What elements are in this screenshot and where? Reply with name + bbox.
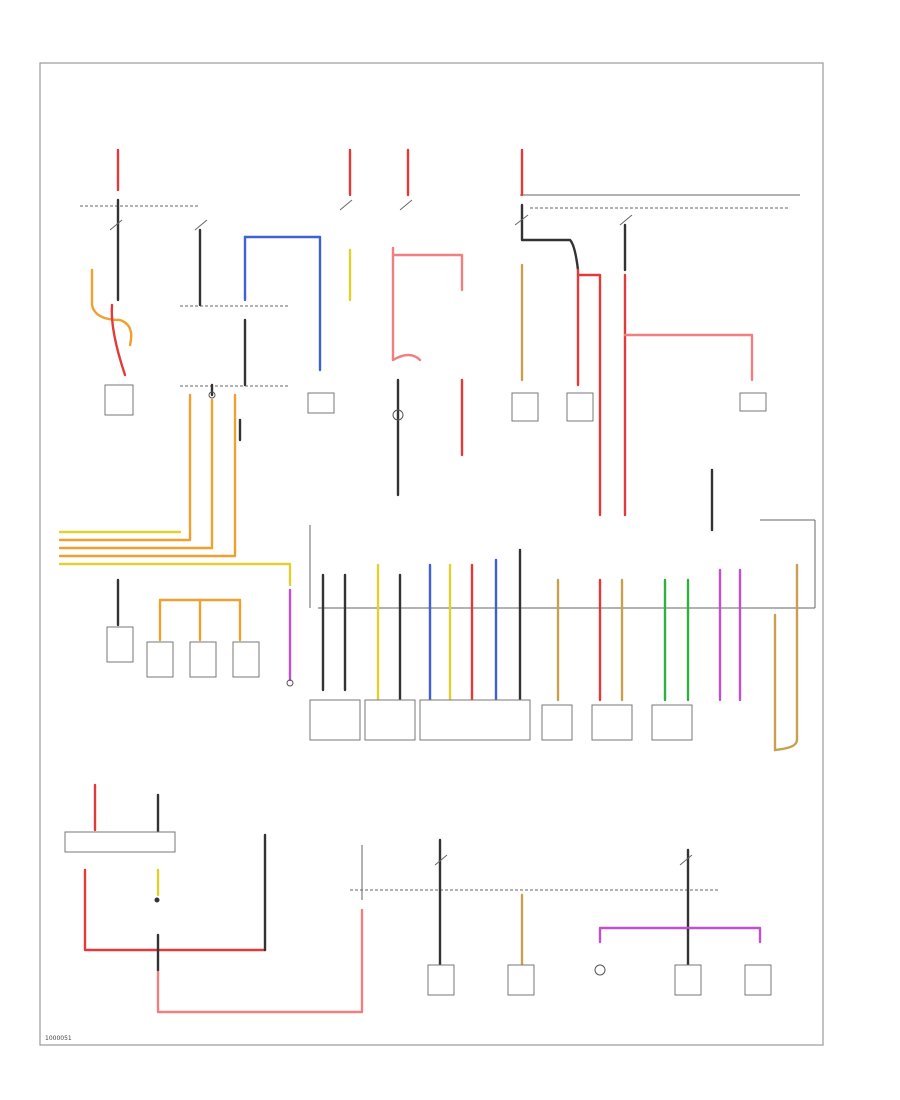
wire-red-loop (110, 303, 127, 377)
wire-orange-bundle-2 (58, 398, 214, 550)
wire-tan-5 (773, 563, 799, 752)
wire-pink-4 (156, 908, 364, 1014)
wire-orange-2 (158, 598, 242, 642)
diagram-code: 1000051 (45, 1035, 72, 1042)
wires (58, 148, 799, 1014)
wire-yellow-2 (58, 562, 292, 587)
wire-pink-3 (391, 353, 422, 362)
wire-black-8 (520, 203, 580, 272)
wire-orange-bundle-3 (58, 393, 237, 558)
wire-pink-2 (391, 253, 464, 292)
ground-and-switch-symbols (109, 199, 693, 976)
wire-orange-loop (90, 268, 133, 347)
components (64, 384, 772, 996)
wire-violet-4 (598, 926, 762, 944)
wire-red-9 (623, 333, 754, 382)
wire-red-7 (576, 273, 602, 517)
wire-red-13 (83, 868, 267, 952)
wire-orange-bundle-1 (58, 393, 192, 542)
diagram-frame (39, 62, 824, 1046)
wire-blue-1 (243, 235, 322, 372)
